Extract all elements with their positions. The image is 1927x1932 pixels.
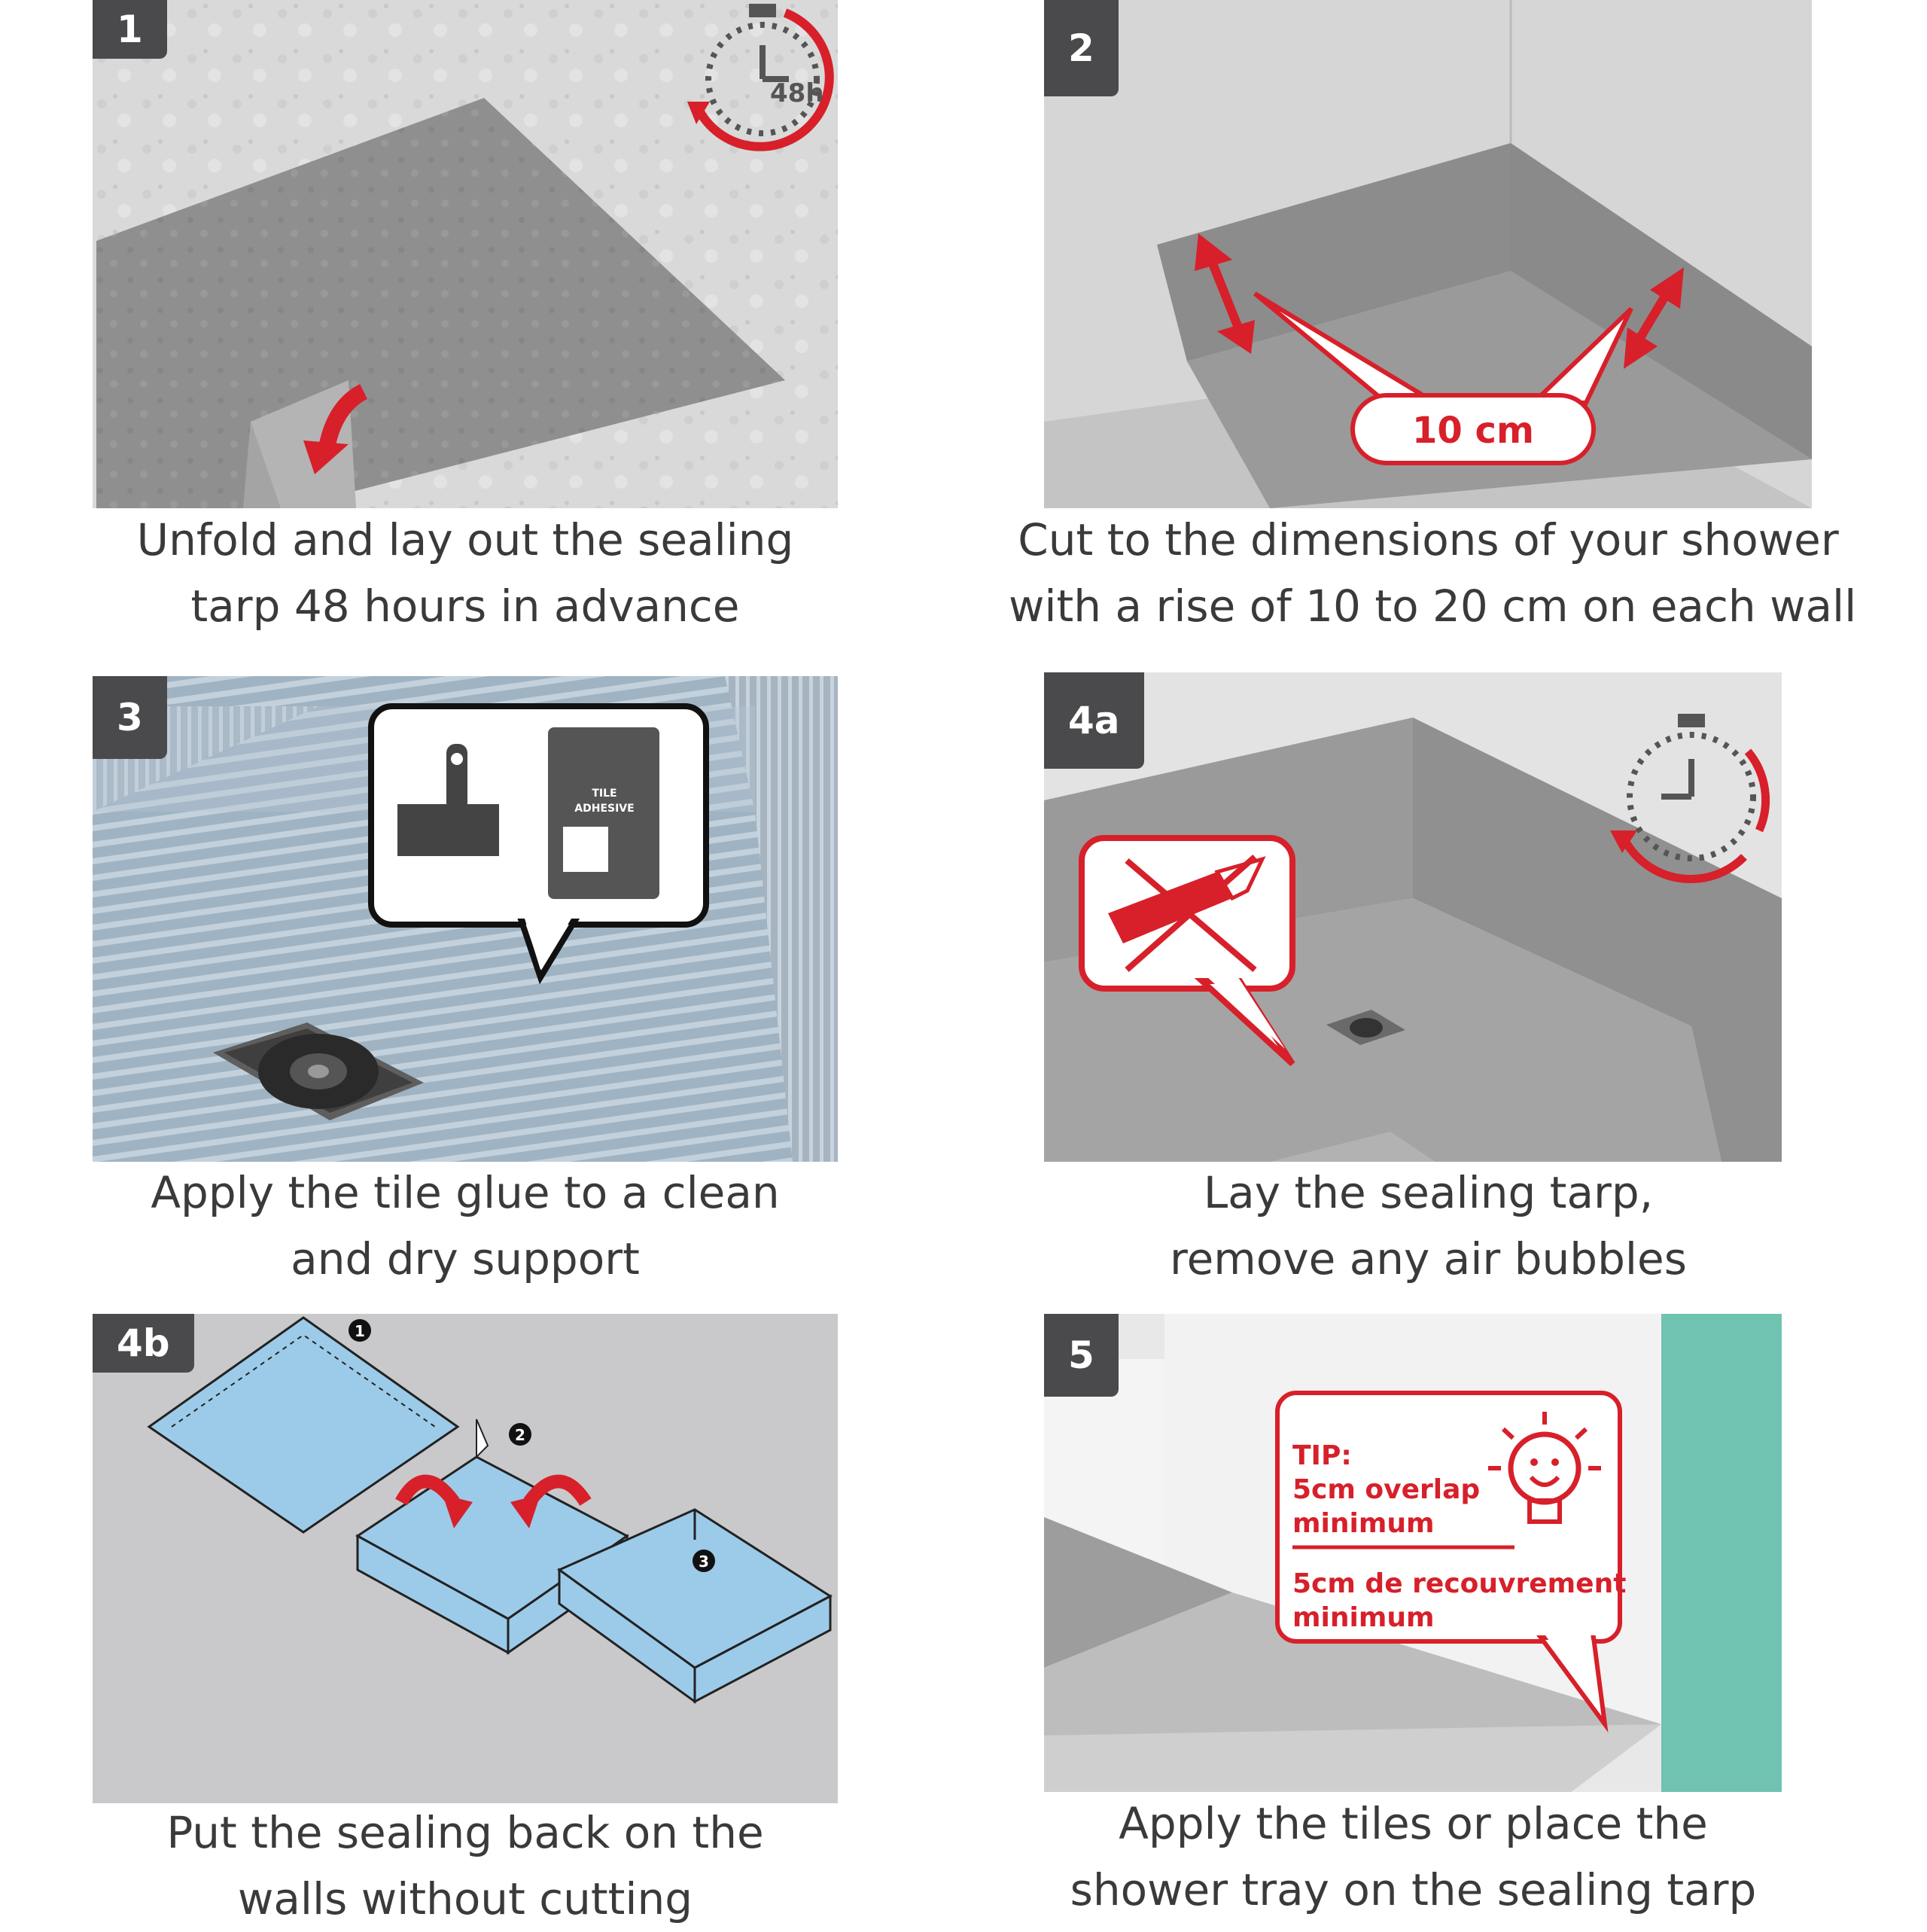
caption-line: tarp 48 hours in advance — [190, 581, 740, 632]
caption-line: Put the sealing back on the — [166, 1807, 764, 1858]
membrane-flat — [147, 1316, 460, 1534]
double-arrow-icon — [1195, 233, 1684, 369]
svg-text:TIP:: TIP: — [1292, 1440, 1352, 1471]
tools-speech-bubble: TILE ADHESIVE — [368, 703, 709, 985]
fold-arrow-icon — [523, 1474, 592, 1507]
step-5-panel: TIP: 5cm overlap minimum 5cm de recouvre… — [1044, 1314, 1782, 1792]
svg-text:1: 1 — [355, 1322, 365, 1340]
svg-text:48h: 48h — [770, 78, 824, 108]
svg-text:3: 3 — [699, 1553, 709, 1571]
caption-line: and dry support — [291, 1233, 640, 1284]
caption-line: Cut to the dimensions of your shower — [1018, 514, 1839, 565]
fold-arrow-icon — [395, 1474, 460, 1507]
caption-line: Lay the sealing tarp, — [1203, 1167, 1654, 1218]
step-marker: 1 2 3 — [349, 1319, 715, 1572]
step-4a-panel: 4a — [1044, 672, 1782, 1162]
step-4a-illustration — [1044, 672, 1782, 1162]
step-4b-panel: 1 2 3 4b — [93, 1314, 838, 1803]
dimension-callout: 10 cm — [1253, 291, 1633, 465]
tip-callout: TIP: 5cm overlap minimum 5cm de recouvre… — [1275, 1391, 1626, 1733]
step-3-panel: TILE ADHESIVE 3 — [93, 676, 838, 1162]
trowel-icon — [397, 744, 499, 856]
svg-text:5cm overlap: 5cm overlap — [1292, 1474, 1480, 1505]
step-1-panel: 48h 1 — [93, 0, 838, 508]
adhesive-bag-icon: TILE ADHESIVE — [548, 727, 659, 899]
lightbulb-icon — [1488, 1412, 1601, 1524]
step-3-illustration: TILE ADHESIVE — [93, 676, 838, 1162]
svg-text:ADHESIVE: ADHESIVE — [574, 803, 634, 815]
floor-tile — [1044, 1517, 1232, 1668]
caption-line: Apply the tiles or place the — [1119, 1798, 1708, 1849]
svg-text:TILE: TILE — [592, 788, 616, 800]
drain-icon — [213, 1022, 424, 1120]
svg-text:5cm de recouvrement: 5cm de recouvrement — [1292, 1568, 1626, 1599]
svg-text:10 cm: 10 cm — [1412, 410, 1534, 452]
step-number-badge: 5 — [1044, 1314, 1119, 1397]
step-number-badge: 2 — [1044, 0, 1119, 96]
step-number-badge: 3 — [93, 676, 167, 759]
tarp-folded-corner — [243, 380, 356, 508]
caption-line: shower tray on the sealing tarp — [1070, 1864, 1757, 1915]
svg-text:minimum: minimum — [1292, 1602, 1434, 1633]
stopwatch-icon — [1610, 714, 1770, 883]
step-4b-illustration: 1 2 3 — [93, 1314, 838, 1803]
caption-line: walls without cutting — [237, 1873, 693, 1924]
tarp-floor — [1187, 271, 1812, 508]
caption-line: Unfold and lay out the sealing — [136, 514, 794, 565]
step-2-panel: 10 cm 2 — [1044, 0, 1812, 508]
stopwatch-icon: 48h — [687, 4, 834, 151]
step-5-caption: Apply the tiles or place the shower tray… — [1009, 1790, 1818, 1923]
tarp-back-wall — [1157, 143, 1511, 361]
tarp-side-wall — [1413, 718, 1782, 1162]
svg-text:minimum: minimum — [1292, 1508, 1434, 1539]
no-cutter-icon — [1079, 835, 1295, 1066]
step-number-badge: 1 — [93, 0, 167, 59]
step-number-badge: 4a — [1044, 672, 1144, 769]
step-1-caption: Unfold and lay out the sealing tarp 48 h… — [85, 507, 845, 639]
step-1-illustration: 48h — [93, 0, 838, 508]
svg-text:2: 2 — [515, 1426, 525, 1444]
caption-line: with a rise of 10 to 20 cm on each wall — [1009, 581, 1857, 632]
membrane-folded — [557, 1508, 833, 1704]
step-3-caption: Apply the tile glue to a clean and dry s… — [85, 1160, 845, 1292]
drain-icon — [1326, 1010, 1405, 1045]
caption-line: Apply the tile glue to a clean — [151, 1167, 780, 1218]
step-2-caption: Cut to the dimensions of your shower wit… — [1009, 507, 1857, 639]
caption-line: remove any air bubbles — [1170, 1233, 1687, 1284]
green-board — [1661, 1314, 1782, 1792]
sealing-tarp — [96, 98, 785, 508]
step-number-badge: 4b — [93, 1314, 194, 1373]
step-4b-caption: Put the sealing back on the walls withou… — [85, 1799, 845, 1932]
step-2-illustration: 10 cm — [1044, 0, 1812, 508]
step-5-illustration: TIP: 5cm overlap minimum 5cm de recouvre… — [1044, 1314, 1782, 1792]
step-4a-caption: Lay the sealing tarp, remove any air bub… — [1009, 1160, 1848, 1292]
